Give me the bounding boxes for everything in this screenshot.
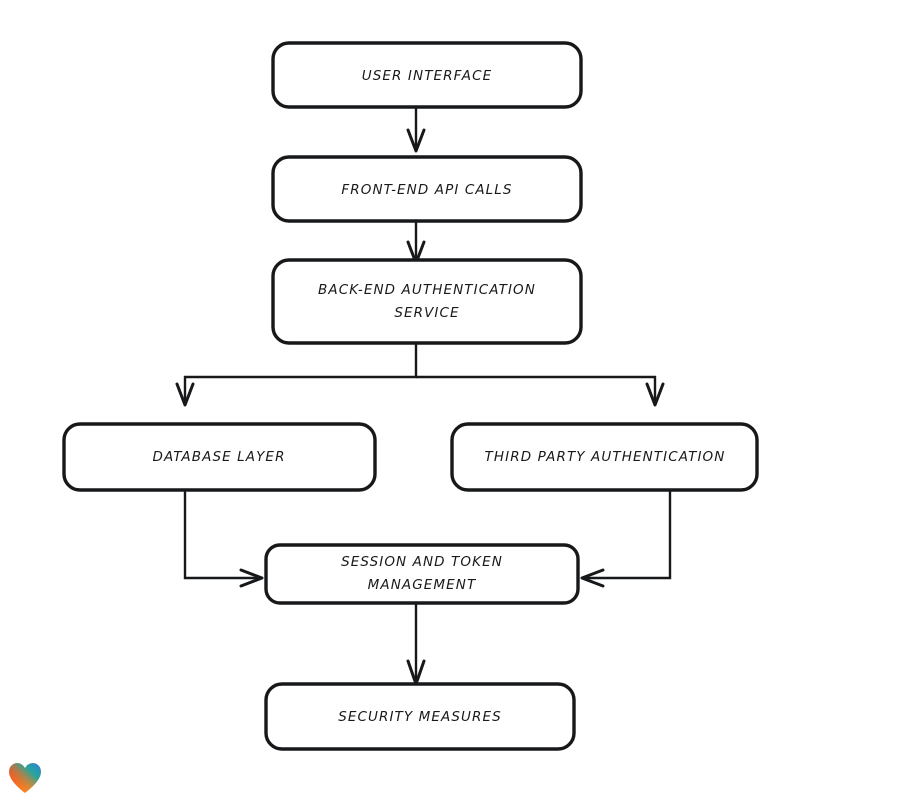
edge-third-party-authentication-to-session-and-token-management <box>580 490 672 588</box>
node-database-layer-label: DATABASE LAYER <box>152 449 285 465</box>
edge-session-and-token-management-to-security-measures <box>406 603 426 686</box>
node-third-party-authentication-box[interactable] <box>450 422 759 492</box>
edge-back-end-authentication-service-to-database-layer <box>175 343 418 407</box>
node-third-party-authentication-label: THIRD PARTY AUTHENTICATION <box>485 449 726 465</box>
node-security-measures-box[interactable] <box>264 682 576 751</box>
node-front-end-api-calls-label: FRONT-END API CALLS <box>341 182 512 198</box>
node-user-interface-box[interactable] <box>271 41 583 109</box>
node-third-party-authentication[interactable]: THIRD PARTY AUTHENTICATION <box>450 422 759 492</box>
node-session-and-token-management-box[interactable] <box>264 543 580 605</box>
node-back-end-authentication-service-label-line2: SERVICE <box>394 305 459 321</box>
node-user-interface-label: USER INTERFACE <box>362 68 492 84</box>
node-session-and-token-management[interactable]: SESSION AND TOKEN MANAGEMENT <box>264 543 580 605</box>
node-back-end-authentication-service[interactable]: BACK-END AUTHENTICATION SERVICE <box>271 258 583 345</box>
heart-icon-glyph <box>9 763 41 793</box>
node-back-end-authentication-service-label-line1: BACK-END AUTHENTICATION <box>318 282 536 298</box>
heart-icon <box>8 762 42 794</box>
node-back-end-authentication-service-box[interactable] <box>271 258 583 345</box>
node-database-layer-box[interactable] <box>62 422 377 492</box>
edge-database-layer-to-session-and-token-management <box>183 490 264 588</box>
node-session-and-token-management-label-line1: SESSION AND TOKEN <box>341 554 503 570</box>
node-user-interface[interactable]: USER INTERFACE <box>271 41 583 109</box>
node-session-and-token-management-label-line2: MANAGEMENT <box>368 577 477 593</box>
node-security-measures-label: SECURITY MEASURES <box>338 709 502 725</box>
edge-front-end-api-calls-to-back-end-authentication-service <box>406 221 426 265</box>
node-security-measures[interactable]: SECURITY MEASURES <box>264 682 576 751</box>
edge-back-end-authentication-service-to-third-party-authentication <box>416 375 665 407</box>
edge-user-interface-to-front-end-api-calls <box>406 107 426 153</box>
node-front-end-api-calls-box[interactable] <box>271 155 583 223</box>
node-front-end-api-calls[interactable]: FRONT-END API CALLS <box>271 155 583 223</box>
node-database-layer[interactable]: DATABASE LAYER <box>62 422 377 492</box>
